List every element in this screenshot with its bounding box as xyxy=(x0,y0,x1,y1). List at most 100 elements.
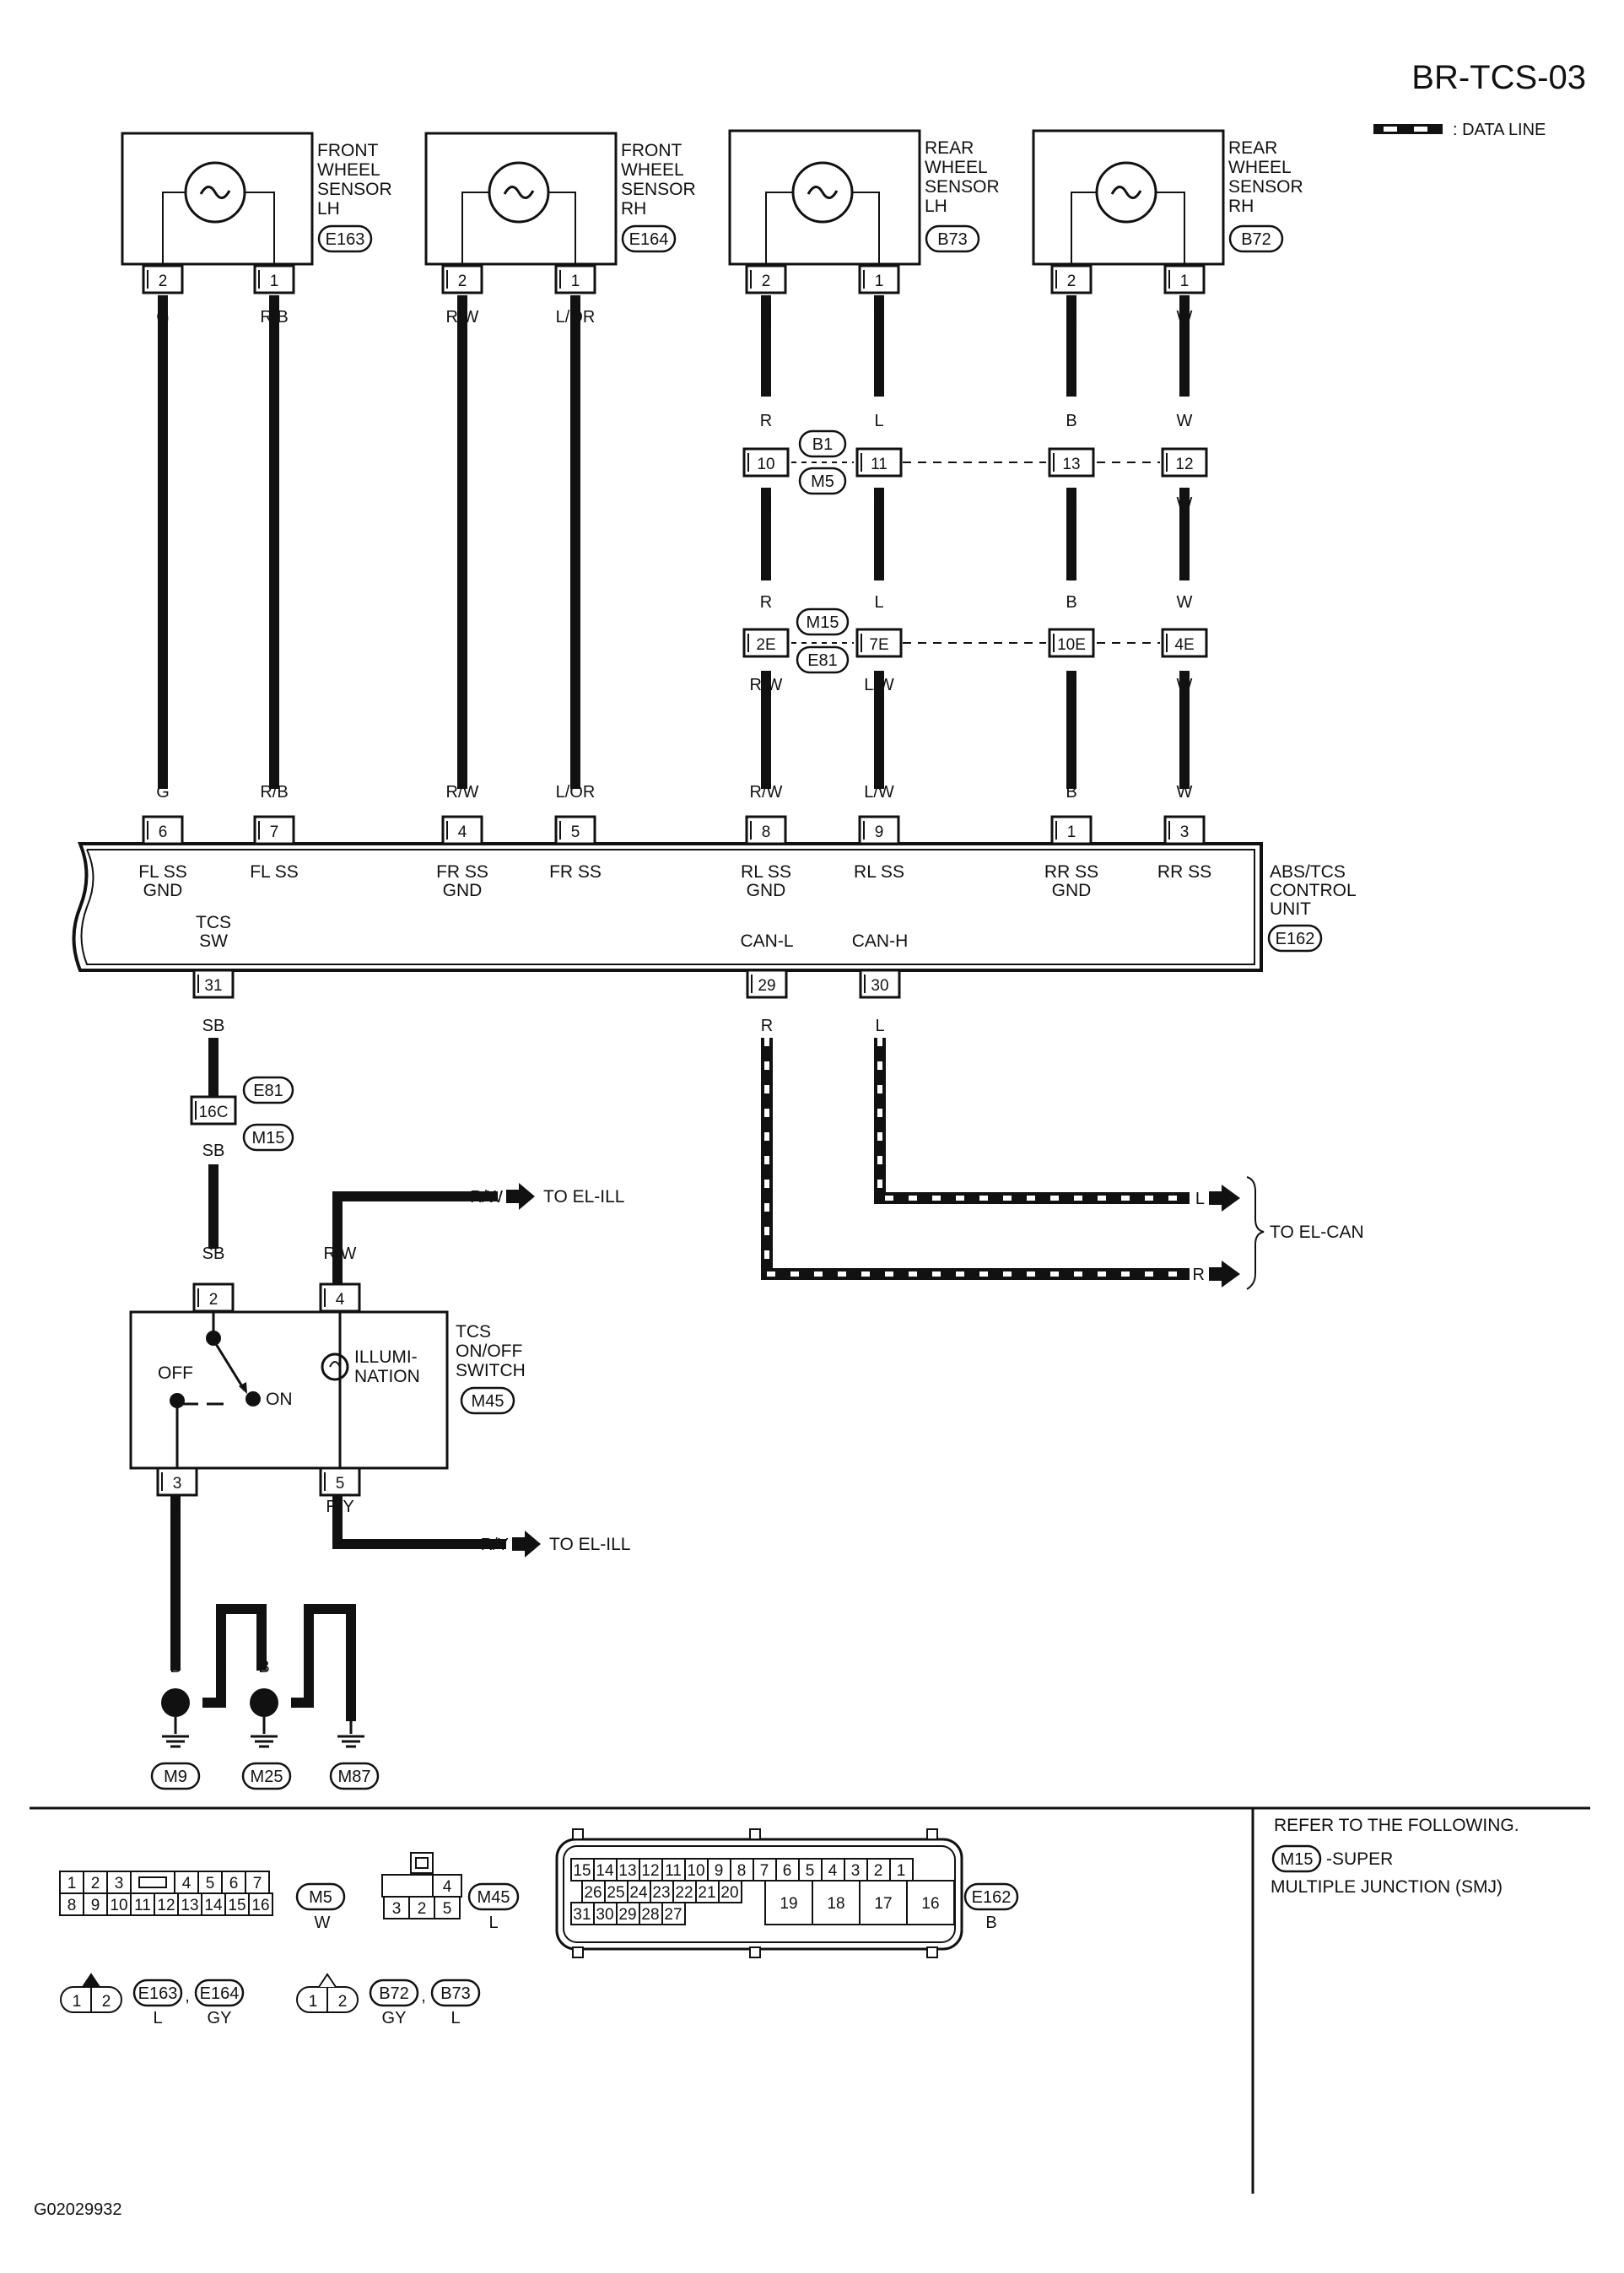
sensor-pin-box xyxy=(253,264,295,294)
m5-pin: 4 xyxy=(182,1875,192,1892)
switch-pin: 3 xyxy=(173,1475,182,1493)
e162-pin: 6 xyxy=(783,1862,792,1880)
cu-pin-label: FR SS xyxy=(436,862,488,882)
junction-m15-badge-badge xyxy=(242,1123,294,1152)
sensor-pin-box xyxy=(745,264,787,294)
rear-sensor-view-label-badge xyxy=(430,1979,481,2007)
rear-sensor-view-label: B72 xyxy=(379,1984,409,2003)
junction-b1-pin-box xyxy=(1048,447,1095,478)
e162-pin: 19 xyxy=(780,1895,797,1913)
cu-pin-box xyxy=(253,815,295,845)
to-ell-text: TO EL-ILL xyxy=(543,1187,625,1207)
cu-bottom-pin: 31 xyxy=(204,977,222,995)
front-sensor-view-color: GY xyxy=(208,2009,232,2027)
cu-bottom-pin: 29 xyxy=(758,977,775,995)
rear-sensor-view-key xyxy=(318,1973,337,1988)
junction-e81-label: E81 xyxy=(807,651,838,670)
m5-label: M5 xyxy=(309,1888,332,1907)
ground-wire-color: B xyxy=(303,1658,314,1676)
cu-pin-box xyxy=(554,815,596,845)
can-h-wire: L xyxy=(875,1017,884,1035)
sensor-name-line: WHEEL xyxy=(317,160,380,180)
cu-wire-color: W xyxy=(1177,783,1193,802)
e162-pin: 11 xyxy=(665,1862,682,1880)
to-el-can: TO EL-CAN xyxy=(1270,1223,1364,1242)
can-l-wire: R xyxy=(761,1017,773,1035)
e162-pin: 18 xyxy=(827,1895,844,1913)
junction-wire-color: B xyxy=(1066,593,1076,612)
wire-pin5: R/Y xyxy=(326,1498,353,1516)
e162-pin: 3 xyxy=(851,1862,861,1880)
cu-pin: 1 xyxy=(1067,823,1076,841)
m5-pin: 6 xyxy=(229,1875,239,1892)
ground-wire-color: B xyxy=(170,1658,181,1676)
e162-pin: 13 xyxy=(618,1862,636,1880)
sensor-connector: E164 xyxy=(629,230,669,249)
m5-pin: 16 xyxy=(251,1897,269,1914)
refer-line1: REFER TO THE FOLLOWING. xyxy=(1274,1816,1519,1835)
front-sensor-view-label-badge xyxy=(194,1979,245,2007)
e162-pin: 4 xyxy=(828,1862,838,1880)
sensor-pin-box xyxy=(554,264,596,294)
e162-big-cell xyxy=(859,1880,908,1925)
switch-pin: 4 xyxy=(336,1291,345,1309)
wire-to-pin2: SB xyxy=(202,1244,225,1263)
m5-cell xyxy=(224,1892,250,1916)
m5-pin: 12 xyxy=(157,1897,175,1914)
m5-pin: 1 xyxy=(67,1875,77,1892)
e162-pin: 7 xyxy=(760,1862,769,1880)
junction-e81-label-badge xyxy=(796,645,850,674)
can-out-r: R xyxy=(1193,1266,1205,1284)
e162-cell xyxy=(593,1902,618,1925)
sensor-wire-color: G xyxy=(156,308,170,327)
sensor-name-line: FRONT xyxy=(621,141,682,160)
junction-wire-color: L/W xyxy=(864,676,894,694)
e162-tab xyxy=(749,1828,761,1840)
sensor-pin: 2 xyxy=(762,273,771,290)
sensor-pin-box xyxy=(142,264,184,294)
m45-label-badge xyxy=(467,1882,520,1911)
junction-b1-pin: 12 xyxy=(1175,456,1193,473)
cu-pin-label: RL SS xyxy=(741,862,791,882)
illumination-label: ILLUMI- xyxy=(354,1347,418,1367)
switch-pin-box xyxy=(156,1466,198,1497)
cu-bottom-pin-box xyxy=(746,969,788,999)
cu-wire-color: L/OR xyxy=(556,783,596,802)
m5-key-inner xyxy=(138,1876,167,1888)
sensor-connector-badge xyxy=(317,224,373,253)
cu-pin: 6 xyxy=(159,823,168,841)
sensor-name-line: SENSOR xyxy=(925,177,1000,197)
sensor-name-line: RH xyxy=(621,199,646,219)
cu-pin-label: FL SS xyxy=(250,862,299,882)
cu-pin-label: FL SS xyxy=(138,862,187,882)
switch-pin: 5 xyxy=(336,1475,345,1493)
e162-cell xyxy=(661,1902,686,1925)
e162-cell xyxy=(695,1880,720,1903)
switch-name: ON/OFF xyxy=(456,1342,522,1361)
sensor-pin-box xyxy=(858,264,900,294)
e162-tab xyxy=(572,1946,584,1958)
m5-pin: 11 xyxy=(134,1897,151,1914)
e162-pin: 23 xyxy=(652,1884,670,1902)
junction-wire-color: R xyxy=(760,412,772,430)
junction-m15-pin: 4E xyxy=(1174,636,1194,654)
cu-pin-label: RR SS xyxy=(1044,862,1098,882)
front-sensor-view-pin: 1 xyxy=(73,1993,82,2011)
m45-color: L xyxy=(488,1914,498,1932)
switch-pin-box xyxy=(192,1282,235,1313)
e162-pin: 30 xyxy=(596,1906,613,1924)
junction-b1-label-badge xyxy=(798,429,847,458)
m5-cell xyxy=(106,1892,132,1916)
sensor-pin-box xyxy=(1050,264,1093,294)
sensor-pin: 1 xyxy=(270,273,279,290)
cu-pin-box xyxy=(441,815,483,845)
wire-31-color: SB xyxy=(202,1017,225,1035)
junction-m5-label-badge xyxy=(798,467,847,495)
refer-badge: M15 xyxy=(1281,1850,1314,1869)
e162-pin: 21 xyxy=(698,1884,715,1902)
cu-name: UNIT xyxy=(1270,899,1311,919)
e162-pin: 1 xyxy=(897,1862,906,1880)
e162-pin: 10 xyxy=(687,1862,704,1880)
junction-b1-pin-box xyxy=(855,447,903,478)
sensor-pin: 1 xyxy=(571,273,580,290)
